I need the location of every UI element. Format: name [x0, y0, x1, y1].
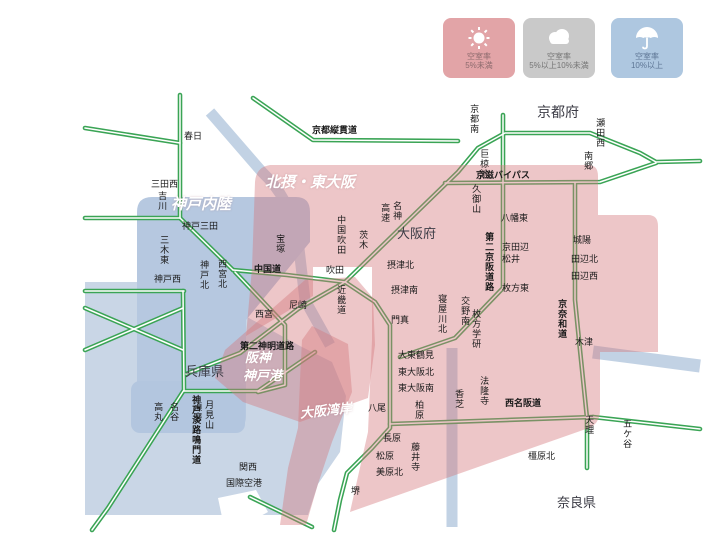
label-nishinomiya: 西宮: [255, 309, 274, 319]
road-name-kyototateyokando: 京都縦貫道: [312, 125, 358, 135]
label-suma: 須磨: [192, 402, 203, 422]
road-name-keinawado: 京奈和道: [557, 299, 568, 339]
label-joyo: 城陽: [573, 235, 592, 245]
legend-value: 10%以上: [630, 61, 663, 70]
label-mikihigashi: 三木東: [159, 235, 170, 265]
road-name-kobeawajinaruto: 神戸淡路鳴門道: [191, 395, 202, 465]
label-kizu: 木津: [575, 337, 594, 347]
label-katanominami: 交野南: [460, 296, 471, 326]
label-kyotominami: 京都南: [469, 104, 480, 134]
label-yao: 八尾: [368, 403, 387, 413]
legend-label: 空室率: [467, 51, 491, 61]
label-kobenishi: 神戸西: [154, 274, 182, 284]
label-hirakatagakken: 枚方学研: [471, 309, 482, 349]
region-shape-hanshinkobeko: [215, 277, 375, 422]
legend-item-under5: 空室率 5%未満: [443, 18, 515, 78]
label-ibaraki: 茨木: [358, 230, 369, 250]
pink-region-layer: [215, 165, 658, 525]
label-nango: 南郷: [583, 151, 594, 171]
label-suita: 吹田: [326, 265, 345, 275]
region-shape-suma-stations: [131, 381, 245, 433]
cloud-icon: [544, 26, 574, 50]
label-kashiwara: 柏原: [414, 400, 425, 420]
label-higashiosakakita: 東大阪北: [398, 367, 435, 377]
legend-item-5to10: 空室率 5%以上10%未満: [523, 18, 595, 78]
region-shape-osakawangan: [280, 326, 352, 525]
label-chugokusuita: 中国吹田: [336, 215, 347, 255]
legend-item-over10: 空室率 10%以上: [611, 18, 683, 78]
road-name-kinkido: 近畿道: [336, 285, 347, 315]
blue-region-layer: [131, 197, 310, 433]
label-kadoma: 門真: [391, 315, 410, 325]
label-kobesanda: 神戸三田: [182, 221, 219, 231]
region-kobenairiku: 神戸内陸: [171, 196, 232, 213]
label-tanabenishi: 田辺西: [571, 271, 599, 281]
label-takarazuka: 宝塚: [275, 234, 286, 254]
legend-value: 5%未満: [465, 61, 493, 70]
label-sakai: 堺: [351, 486, 361, 496]
label-tsukimiyama: 月見山: [204, 400, 215, 430]
label-kosoku: 高速: [380, 203, 391, 223]
legend-label: 空室率: [635, 51, 659, 61]
label-daitotsurumi: 大東鶴見: [398, 350, 435, 360]
legend-label: 空室率: [547, 51, 571, 61]
label-miharakita: 美原北: [376, 467, 404, 477]
label-gokadani: 五ケ谷: [622, 419, 633, 449]
road-name-keijibypass: 京滋バイパス: [476, 170, 530, 180]
label-nishinomiyakita: 西宮北: [217, 259, 228, 289]
label-kumiyama: 久御山: [471, 184, 482, 214]
label-amagasaki: 尼崎: [289, 300, 308, 310]
road-name-chugokudo: 中国道: [254, 264, 282, 274]
label-higashiosakaminami: 東大阪南: [398, 383, 435, 393]
sun-icon: [466, 26, 492, 50]
label-yawatahigashi: 八幡東: [501, 213, 529, 223]
prefecture-kyoto: 京都府: [537, 104, 579, 120]
roads-layer: [82, 92, 703, 533]
umbrella-icon: [634, 26, 660, 50]
label-kokusaikuko: 国際空港: [226, 478, 263, 488]
region-kobeko: 神戸港: [243, 368, 283, 383]
label-settsukita: 摂津北: [387, 260, 415, 270]
region-shape-hokusetsu: [246, 165, 658, 512]
label-fujiidera: 藤井寺: [410, 442, 421, 472]
legend-value: 5%以上10%未満: [529, 61, 589, 70]
label-kyotanabe: 京田辺: [502, 242, 530, 252]
label-nagahara: 長原: [383, 433, 402, 443]
label-myodani: 名谷: [169, 402, 180, 422]
prefecture-osaka: 大阪府: [397, 226, 437, 241]
label-sandanishi: 三田西: [151, 179, 179, 189]
label-tanabekita: 田辺北: [571, 254, 599, 264]
region-shape-kobenairiku: [137, 197, 310, 430]
label-kobekita: 神戸北: [199, 260, 210, 290]
label-neyagawakita: 寝屋川北: [437, 294, 448, 334]
label-takamaru: 高丸: [153, 402, 164, 422]
region-hanshin: 阪神: [245, 350, 272, 365]
label-kansai: 関西: [239, 462, 258, 472]
label-kashiba: 香芝: [454, 389, 465, 409]
region-hokusetsu-higashiosaka: 北摂・東大阪: [265, 174, 356, 191]
label-matsubara: 松原: [376, 451, 395, 461]
label-tenri: 天理: [584, 415, 595, 435]
label-hirakatahigashi: 枚方東: [502, 283, 530, 293]
road-name-nishimeihan: 西名阪道: [505, 398, 542, 408]
label-settsuminami: 摂津南: [391, 285, 419, 295]
prefecture-nara: 奈良県: [557, 495, 597, 510]
label-setanishi: 瀬田西: [595, 118, 606, 148]
label-meishin: 名神: [392, 201, 403, 221]
label-kasuga: 春日: [184, 131, 203, 141]
prefecture-hyogo: 兵庫県: [185, 364, 225, 379]
road-name-dainikeihan: 第二京阪道路: [484, 232, 495, 292]
label-matsui: 松井: [502, 254, 521, 264]
road-name-dainishinmei: 第二神明道路: [240, 341, 295, 351]
label-horyuji: 法隆寺: [479, 376, 490, 406]
label-oguraike: 巨椋池: [479, 149, 490, 179]
label-kashiharakita: 橿原北: [528, 451, 556, 461]
label-yokawa: 吉川: [157, 191, 168, 211]
